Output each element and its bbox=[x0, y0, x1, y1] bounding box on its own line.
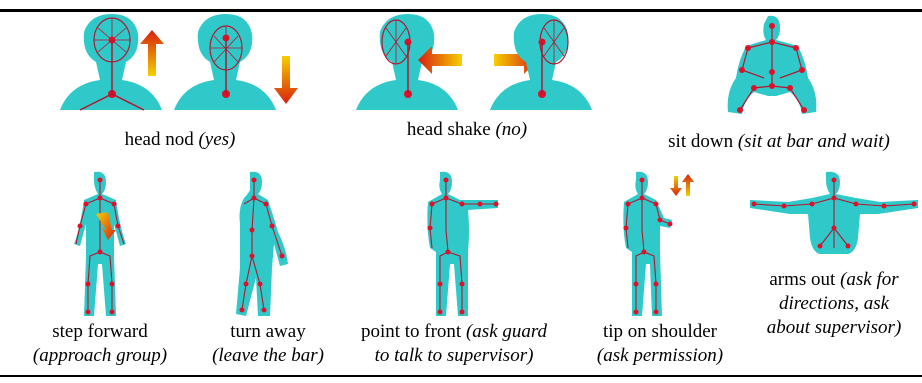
point-front-figure bbox=[427, 171, 499, 316]
step-arrow-icon bbox=[96, 212, 116, 240]
caption-head-shake-label: head shake bbox=[406, 119, 491, 140]
caption-arms-out-label: arms out bbox=[769, 269, 836, 290]
arms-out-figure bbox=[750, 171, 918, 254]
caption-step-forward: step forward (approach group) bbox=[0, 320, 200, 368]
step-forward-figure bbox=[74, 171, 126, 316]
caption-head-nod: head nod (yes) bbox=[90, 128, 270, 152]
head-shake-right bbox=[490, 14, 592, 110]
head-nod-figure bbox=[60, 14, 298, 111]
bottom-rule bbox=[0, 375, 922, 377]
arrow-up-icon bbox=[140, 30, 164, 76]
caption-tip-shoulder-meaning: (ask permission) bbox=[596, 345, 724, 366]
caption-arms-out: arms out (ask for directions, ask about … bbox=[746, 268, 922, 340]
turn-away-figure bbox=[236, 171, 288, 316]
caption-step-forward-meaning: (approach group) bbox=[32, 345, 168, 366]
caption-turn-away-label: turn away bbox=[230, 321, 306, 342]
sit-down-figure bbox=[727, 15, 817, 114]
caption-step-forward-label: step forward bbox=[52, 321, 148, 342]
caption-turn-away: turn away (leave the bar) bbox=[200, 320, 336, 368]
tip-arrow-down-icon bbox=[670, 176, 682, 196]
caption-head-nod-meaning: (yes) bbox=[198, 129, 236, 150]
caption-head-shake: head shake (no) bbox=[378, 118, 556, 142]
caption-sit-down-meaning: (sit at bar and wait) bbox=[737, 131, 890, 152]
tip-arrow-up-icon bbox=[682, 174, 694, 196]
caption-tip-shoulder-label: tip on shoulder bbox=[603, 321, 717, 342]
top-rule bbox=[0, 9, 922, 12]
head-shake-left bbox=[356, 14, 458, 110]
caption-turn-away-meaning: (leave the bar) bbox=[212, 345, 324, 366]
caption-head-nod-label: head nod bbox=[124, 129, 194, 150]
arrow-left-icon bbox=[418, 46, 462, 74]
caption-sit-down-label: sit down bbox=[668, 131, 734, 152]
caption-point-front: point to front (ask guard to talk to sup… bbox=[334, 320, 574, 368]
head-nod-up bbox=[60, 14, 162, 111]
caption-point-front-label: point to front bbox=[360, 321, 462, 342]
caption-arms-out-meaning-c: about supervisor) bbox=[766, 317, 902, 338]
caption-arms-out-meaning-b: directions, ask bbox=[778, 293, 890, 314]
head-nod-down bbox=[174, 14, 276, 110]
head-shake-figure bbox=[356, 14, 592, 110]
caption-point-front-meaning-b: to talk to supervisor) bbox=[374, 345, 534, 366]
arrow-down-icon bbox=[274, 56, 298, 104]
caption-sit-down: sit down (sit at bar and wait) bbox=[636, 130, 922, 154]
caption-arms-out-meaning-a: (ask for bbox=[840, 269, 899, 290]
caption-tip-shoulder: tip on shoulder (ask permission) bbox=[574, 320, 746, 368]
caption-point-front-meaning-a: (ask guard bbox=[465, 321, 548, 342]
tip-shoulder-figure bbox=[623, 171, 694, 316]
caption-head-shake-meaning: (no) bbox=[495, 119, 528, 140]
